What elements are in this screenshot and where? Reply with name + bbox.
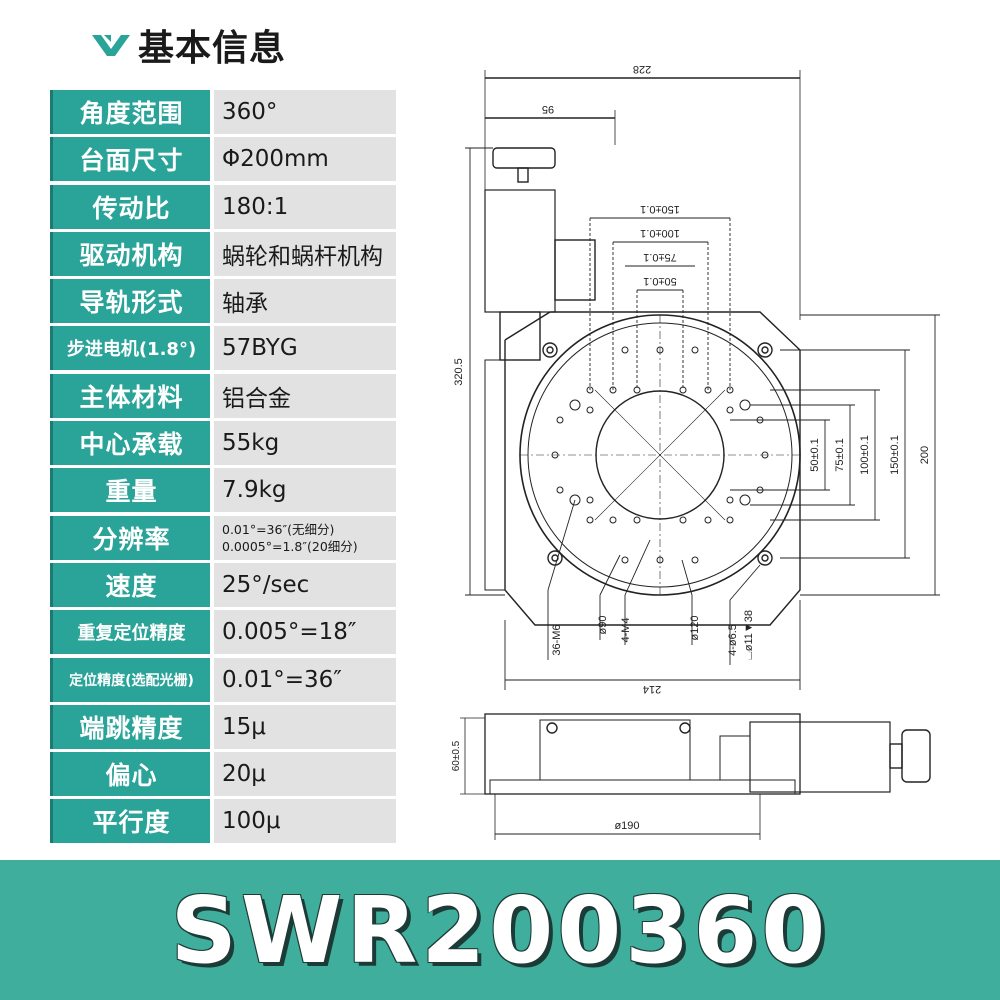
dim-150-label: 150±0.1 xyxy=(640,203,680,215)
spec-label: 角度范围 xyxy=(50,90,210,134)
spec-value: 蜗轮和蜗杆机构 xyxy=(214,231,396,276)
spec-value: 180:1 xyxy=(214,184,396,229)
spec-value: Φ200mm xyxy=(214,137,396,182)
spec-row-runout: 端跳精度 15μ xyxy=(50,704,396,749)
callout-dia120: ø120 xyxy=(689,615,701,640)
spec-row-speed: 速度 25°/sec xyxy=(50,562,396,607)
dimension-95: 95 xyxy=(485,103,616,145)
resolution-line-2: 0.0005°=1.8″(20细分) xyxy=(222,538,358,554)
dim-v200-label: 200 xyxy=(919,446,931,464)
spec-label: 中心承载 xyxy=(50,421,210,466)
spec-row-repeatability: 重复定位精度 0.005°=18″ xyxy=(50,610,396,655)
dim-v75-label: 75±0.1 xyxy=(834,438,846,472)
spec-row-load: 中心承载 55kg xyxy=(50,421,396,466)
spec-label: 传动比 xyxy=(50,184,210,229)
dim-214-label: 214 xyxy=(643,683,661,695)
spec-row-table-size: 台面尺寸 Φ200mm xyxy=(50,137,396,182)
dim-v150-label: 150±0.1 xyxy=(889,435,901,475)
callout-36m6: 36-M6 xyxy=(551,624,563,655)
dim-v100-label: 100±0.1 xyxy=(859,435,871,475)
spec-row-parallelism: 平行度 100μ xyxy=(50,799,396,844)
callout-4-dia65: 4-ø6.5 xyxy=(727,624,739,656)
spec-value: 20μ xyxy=(214,752,396,797)
technical-drawing: 228 95 150±0.1 100±0.1 75±0.1 50±0.1 xyxy=(451,63,940,840)
model-name: SWR200360 xyxy=(170,876,830,984)
spec-row-motor: 步进电机(1.8°) 57BYG xyxy=(50,326,396,371)
spec-value: 25°/sec xyxy=(214,562,396,607)
callouts: 36-M6 ø90 4-M4 ø120 4-ø6.5 ⌴ø11▼38 xyxy=(547,499,761,665)
dim-75-label: 75±0.1 xyxy=(643,251,677,263)
pitch-dimensions: 150±0.1 100±0.1 75±0.1 50±0.1 xyxy=(589,203,731,390)
base-top-view xyxy=(484,147,801,626)
dim-60-label: 60±0.5 xyxy=(451,740,462,771)
spec-label: 台面尺寸 xyxy=(50,137,210,182)
dim-228-label: 228 xyxy=(633,63,651,75)
spec-label: 主体材料 xyxy=(50,373,210,418)
spec-value: 0.005°=18″ xyxy=(214,610,396,655)
spec-label: 驱动机构 xyxy=(50,231,210,276)
spec-row-eccentricity: 偏心 20μ xyxy=(50,752,396,797)
spec-row-angle-range: 角度范围 360° xyxy=(50,90,396,134)
spec-label: 偏心 xyxy=(50,752,210,797)
side-view: 60±0.5 ø190 xyxy=(451,713,931,840)
dimension-320: 320.5 xyxy=(453,147,505,596)
spec-row-resolution: 分辨率 0.01°=36″(无细分) 0.0005°=1.8″(20细分) xyxy=(50,515,396,560)
section-title: 基本信息 xyxy=(138,28,287,69)
dimension-228: 228 xyxy=(484,63,801,320)
spec-label: 速度 xyxy=(50,562,210,607)
callout-counterbore: ⌴ø11▼38 xyxy=(743,610,755,660)
spec-label: 分辨率 xyxy=(50,515,210,560)
spec-row-positioning: 定位精度(选配光栅) 0.01°=36″ xyxy=(50,657,396,702)
spec-value: 0.01°=36″ xyxy=(214,657,396,702)
spec-row-weight: 重量 7.9kg xyxy=(50,468,396,513)
spec-value: 15μ xyxy=(214,704,396,749)
dim-v50-label: 50±0.1 xyxy=(809,438,821,472)
dim-95-label: 95 xyxy=(542,103,554,115)
spec-label: 定位精度(选配光栅) xyxy=(50,657,210,702)
spec-table: 角度范围 360° 台面尺寸 Φ200mm 传动比 180:1 驱动机构 蜗轮和… xyxy=(50,90,396,847)
dim-100-label: 100±0.1 xyxy=(640,227,680,239)
spec-row-material: 主体材料 铝合金 xyxy=(50,373,396,418)
brand-chevron-icon xyxy=(92,35,130,56)
rotary-table xyxy=(519,314,801,596)
spec-value: 55kg xyxy=(214,421,396,466)
spec-label: 端跳精度 xyxy=(50,704,210,749)
spec-value: 0.01°=36″(无细分) 0.0005°=1.8″(20细分) xyxy=(214,515,396,560)
resolution-line-1: 0.01°=36″(无细分) xyxy=(222,521,335,537)
spec-value: 7.9kg xyxy=(214,468,396,513)
dim-190-label: ø190 xyxy=(614,820,639,832)
spec-row-drive: 驱动机构 蜗轮和蜗杆机构 xyxy=(50,231,396,276)
model-banner: SWR200360 xyxy=(0,860,1000,1000)
spec-value: 57BYG xyxy=(214,326,396,371)
dim-320-label: 320.5 xyxy=(453,358,465,386)
spec-row-gear-ratio: 传动比 180:1 xyxy=(50,184,396,229)
spec-value: 100μ xyxy=(214,799,396,844)
spec-row-guide: 导轨形式 轴承 xyxy=(50,279,396,324)
spec-value: 360° xyxy=(214,90,396,134)
callout-4m4: 4-M4 xyxy=(620,617,632,642)
dimension-214: 214 xyxy=(504,600,801,695)
spec-label: 导轨形式 xyxy=(50,279,210,324)
callout-dia90: ø90 xyxy=(597,616,609,635)
spec-value: 轴承 xyxy=(214,279,396,324)
spec-label: 重量 xyxy=(50,468,210,513)
spec-label: 步进电机(1.8°) xyxy=(50,326,210,371)
spec-label: 平行度 xyxy=(50,799,210,844)
spec-value: 铝合金 xyxy=(214,373,396,418)
section-header: 基本信息 xyxy=(92,20,286,70)
dim-50-label: 50±0.1 xyxy=(643,275,677,287)
vertical-dimensions: 50±0.1 75±0.1 100±0.1 150±0.1 200 xyxy=(730,314,940,596)
spec-label: 重复定位精度 xyxy=(50,610,210,655)
